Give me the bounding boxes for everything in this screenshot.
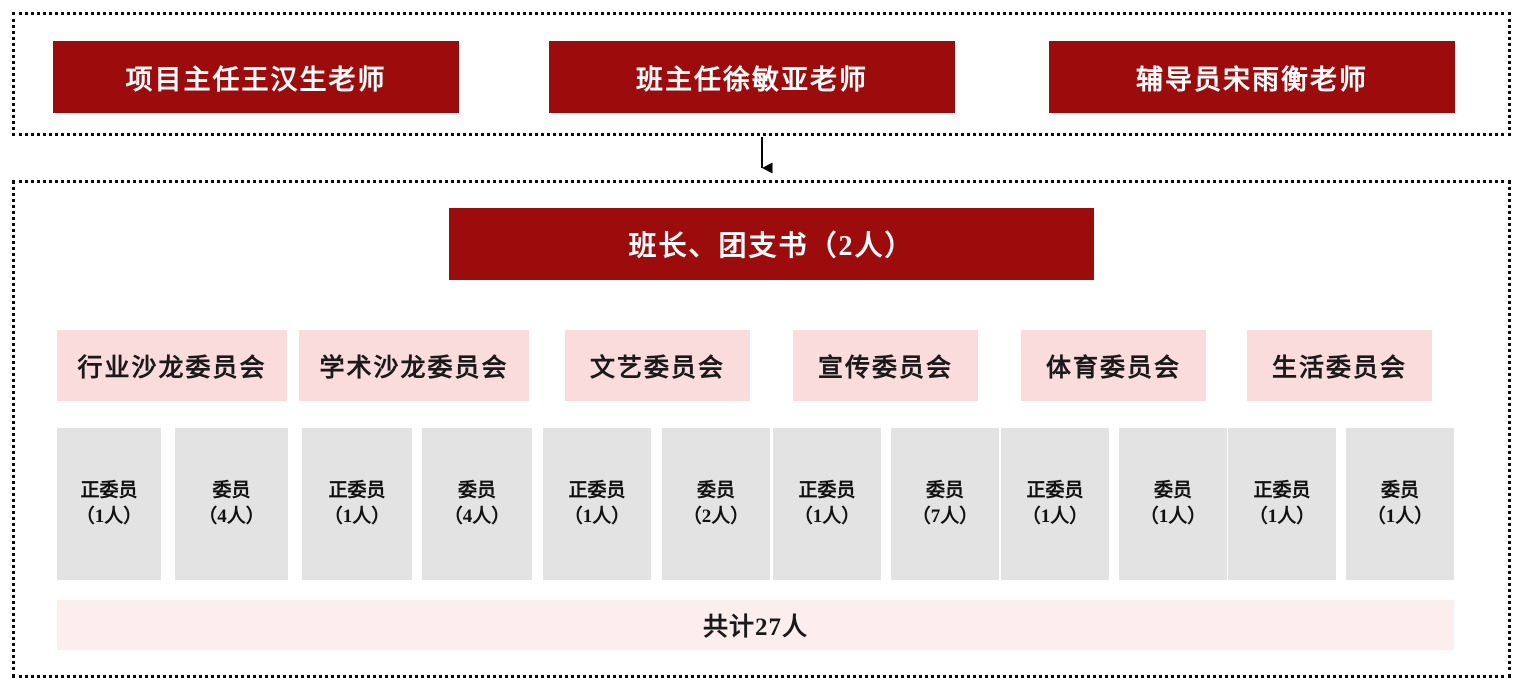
committee-box-industry-salon[interactable]: 行业沙龙委员会 xyxy=(57,330,287,401)
member-box-academic-salon-chief[interactable]: 正委员 （1人） xyxy=(302,428,412,580)
member-count-label: （4人） xyxy=(198,506,265,527)
member-box-welfare-member[interactable]: 委员 （1人） xyxy=(1346,428,1454,580)
member-count-label: （2人） xyxy=(682,506,750,527)
committee-box-welfare[interactable]: 生活委员会 xyxy=(1247,330,1432,401)
member-box-publicity-chief[interactable]: 正委员 （1人） xyxy=(773,428,881,580)
committee-box-sports[interactable]: 体育委员会 xyxy=(1021,330,1206,401)
member-box-welfare-chief[interactable]: 正委员 （1人） xyxy=(1228,428,1336,580)
committee-box-arts[interactable]: 文艺委员会 xyxy=(565,330,750,401)
member-role-label: 正委员 xyxy=(80,480,138,502)
member-count-label: （1人） xyxy=(1021,506,1089,527)
member-box-publicity-member[interactable]: 委员 （7人） xyxy=(891,428,999,580)
committee-box-academic-salon[interactable]: 学术沙龙委员会 xyxy=(299,330,529,401)
member-count-label: （1人） xyxy=(793,506,861,527)
member-box-arts-chief[interactable]: 正委员 （1人） xyxy=(543,428,651,580)
leadership-box-counselor[interactable]: 辅导员宋雨衡老师 xyxy=(1049,41,1455,113)
member-role-label: 正委员 xyxy=(1253,480,1311,502)
committee-box-publicity[interactable]: 宣传委员会 xyxy=(793,330,978,401)
member-role-label: 正委员 xyxy=(1026,480,1084,502)
total-headcount-bar: 共计27人 xyxy=(57,600,1454,650)
member-box-industry-salon-chief[interactable]: 正委员 （1人） xyxy=(57,428,161,580)
member-count-label: （1人） xyxy=(75,506,143,527)
member-box-sports-member[interactable]: 委员 （1人） xyxy=(1119,428,1227,580)
member-role-label: 委员 xyxy=(925,480,964,502)
member-box-arts-member[interactable]: 委员 （2人） xyxy=(662,428,770,580)
member-count-label: （1人） xyxy=(563,506,631,527)
member-count-label: （1人） xyxy=(1366,506,1434,527)
member-role-label: 委员 xyxy=(1153,480,1192,502)
leadership-box-project-director[interactable]: 项目主任王汉生老师 xyxy=(53,41,459,113)
member-count-label: （1人） xyxy=(1248,506,1316,527)
member-role-label: 正委员 xyxy=(328,480,386,502)
member-role-label: 正委员 xyxy=(568,480,626,502)
member-role-label: 正委员 xyxy=(798,480,856,502)
member-role-label: 委员 xyxy=(696,480,735,502)
member-box-sports-chief[interactable]: 正委员 （1人） xyxy=(1001,428,1109,580)
member-box-academic-salon-member[interactable]: 委员 （4人） xyxy=(422,428,532,580)
leadership-box-class-teacher[interactable]: 班主任徐敏亚老师 xyxy=(549,41,955,113)
member-count-label: （1人） xyxy=(1139,506,1207,527)
member-role-label: 委员 xyxy=(212,480,251,502)
member-count-label: （1人） xyxy=(323,506,391,527)
member-count-label: （7人） xyxy=(911,506,979,527)
member-box-industry-salon-member[interactable]: 委员 （4人） xyxy=(175,428,288,580)
member-count-label: （4人） xyxy=(443,506,511,527)
class-head-box[interactable]: 班长、团支书（2人） xyxy=(449,208,1094,280)
member-role-label: 委员 xyxy=(457,480,496,502)
member-role-label: 委员 xyxy=(1380,480,1419,502)
